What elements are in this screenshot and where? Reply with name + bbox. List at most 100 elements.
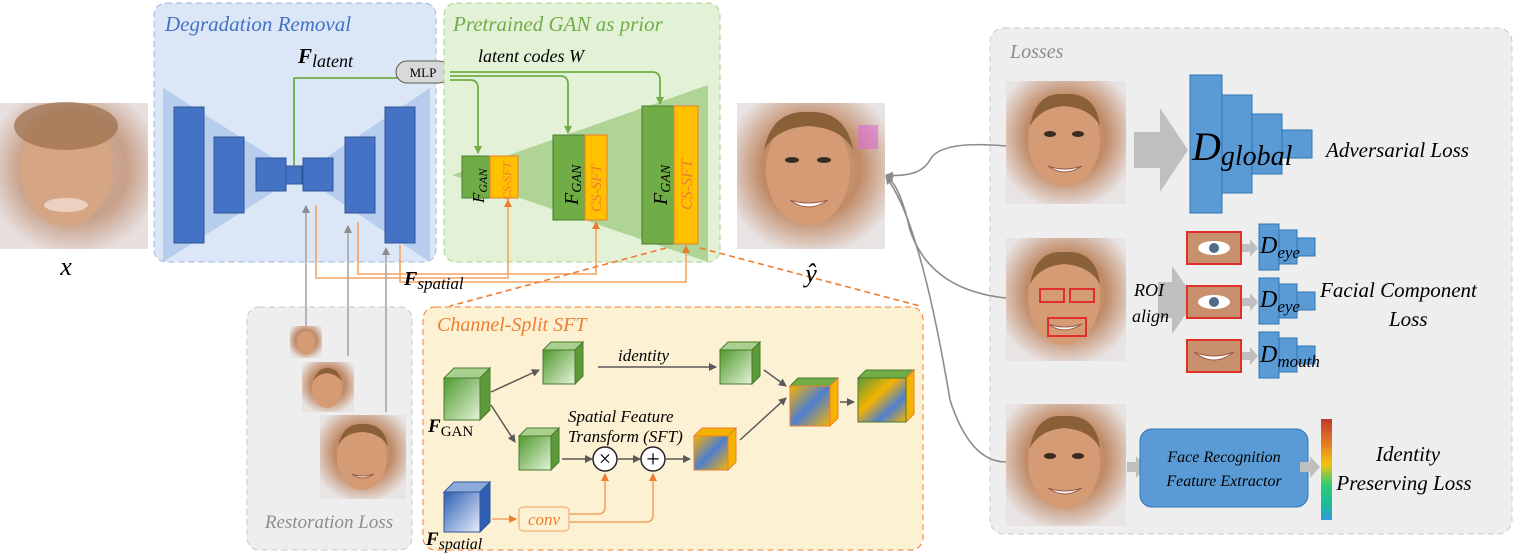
encoder-block-3 <box>255 157 287 192</box>
d-eye-label-1: Deye <box>1259 233 1300 262</box>
arrow-to-identity <box>885 176 1007 463</box>
roi-box-mouth <box>1047 317 1087 337</box>
cs-sft-label-2: CS-SFT <box>589 163 605 212</box>
crop-right-eye <box>1186 285 1242 319</box>
roi-box-left-eye <box>1039 288 1065 303</box>
fgan-label-3: FGAN <box>650 164 674 206</box>
gan-block-3 <box>641 105 675 245</box>
face-recognition-box <box>1139 428 1309 508</box>
add-symbol: + <box>646 447 660 473</box>
face-recognition-line1: Face Recognition <box>1166 449 1280 466</box>
cs-sft-block-3 <box>673 105 699 245</box>
spatial-connector-1 <box>315 199 512 279</box>
feature-vector-bar <box>1321 419 1332 520</box>
zoom-line-left <box>449 247 667 307</box>
latent-codes-label: latent codes W <box>478 46 586 66</box>
cube-sft-split <box>517 426 561 472</box>
cube-concat-output <box>788 376 840 428</box>
conv-label: conv <box>528 510 561 529</box>
latent-arrow-to-gan-3 <box>450 71 664 105</box>
losses-title: Losses <box>1009 41 1064 63</box>
arrow-left-eye <box>1242 239 1258 257</box>
cube-sft-output <box>692 426 738 472</box>
sft-fgan-label: FGAN <box>427 416 473 440</box>
global-discriminator <box>1189 74 1313 214</box>
cube-identity-split <box>541 340 585 386</box>
encoder-block-1 <box>173 106 205 244</box>
cs-sft-label-3: CS-SFT <box>679 158 696 210</box>
restoration-face-small <box>290 326 322 358</box>
mlp-label: MLP <box>410 65 437 80</box>
cs-sft-block-1 <box>489 155 519 199</box>
encoder-block-2 <box>213 136 245 214</box>
decoder-block-2 <box>344 136 376 214</box>
latent-arrow-to-gan-2 <box>450 75 572 134</box>
fgan-label-2: FGAN <box>561 164 585 206</box>
facial-loss-line2: Loss <box>1388 307 1428 331</box>
identity-label: identity <box>618 346 669 365</box>
sft-label-line1: Spatial Feature <box>568 407 674 426</box>
d-mouth-label: Dmouth <box>1259 342 1320 371</box>
roi-label-line1: ROI <box>1133 280 1165 300</box>
roi-box-right-eye <box>1069 288 1095 303</box>
arrow-mouth <box>1242 347 1258 365</box>
output-yhat-label: ŷ <box>802 259 817 288</box>
cube-fspatial-input <box>442 480 492 534</box>
pretrained-gan-title: Pretrained GAN as prior <box>452 12 664 36</box>
arrow-fgan-to-identity <box>490 369 540 393</box>
loss-face-adversarial <box>1006 81 1126 204</box>
face-recognition-line2: Feature Extractor <box>1165 473 1282 490</box>
channel-split-sft-title: Channel-Split SFT <box>437 314 588 336</box>
arrow-to-adversarial <box>885 143 1007 180</box>
input-blurry-face-image <box>0 102 148 249</box>
cube-final-output <box>856 368 916 424</box>
crop-left-eye <box>1186 231 1242 265</box>
loss-face-facial <box>1006 238 1126 361</box>
latent-connector <box>293 77 398 166</box>
decoder-block-1 <box>302 157 334 192</box>
conv-node <box>518 506 570 532</box>
gan-block-2 <box>552 134 586 221</box>
f-latent-label: Flatent <box>297 44 354 71</box>
roi-big-arrow <box>1158 266 1196 334</box>
degradation-removal-title: Degradation Removal <box>164 12 351 36</box>
restoration-face-large <box>320 415 406 499</box>
sft-label-line2: Transform (SFT) <box>568 427 683 446</box>
sft-fspatial-label: Fspatial <box>425 529 483 553</box>
eye-discriminator-2 <box>1258 277 1316 325</box>
arrow-sft-to-concat <box>739 397 787 441</box>
cube-fgan-input <box>442 366 492 422</box>
arrow-to-facial <box>885 175 1007 299</box>
spatial-connector-2 <box>357 221 600 275</box>
arrow-to-face-recognition <box>1127 456 1146 478</box>
bottleneck-block <box>285 165 303 185</box>
adversarial-loss-label: Adversarial Loss <box>1324 138 1469 162</box>
latent-arrow-to-gan-1 <box>450 79 482 154</box>
arrow-identity-to-concat <box>763 369 787 387</box>
arrow-to-feature <box>1300 456 1320 478</box>
loss-face-identity <box>1006 404 1126 526</box>
gan-block-1 <box>461 155 491 199</box>
zoom-line-right <box>699 247 921 307</box>
adversarial-big-arrow <box>1134 108 1188 192</box>
restoration-face-medium <box>302 362 354 412</box>
identity-loss-line1: Identity <box>1375 442 1441 466</box>
decoder-block-3 <box>384 106 416 244</box>
mouth-discriminator <box>1258 331 1316 379</box>
facial-loss-line1: Facial Component <box>1319 278 1478 302</box>
input-x-label: x <box>59 252 72 281</box>
crop-mouth <box>1186 339 1242 373</box>
output-restored-face-image <box>737 103 885 249</box>
d-global-label: Dglobal <box>1191 124 1293 172</box>
d-eye-label-2: Deye <box>1259 287 1300 316</box>
arrow-conv-to-multiply <box>569 473 609 515</box>
roi-label-line2: align <box>1132 306 1169 326</box>
fgan-label-1: FGAN <box>469 168 490 204</box>
eye-discriminator-1 <box>1258 223 1316 271</box>
arrow-conv-to-add <box>569 473 657 523</box>
restoration-loss-title: Restoration Loss <box>264 512 393 533</box>
multiply-symbol: × <box>599 446 611 471</box>
cube-identity-out <box>718 340 762 386</box>
cs-sft-label-1: CS-SFT <box>500 161 514 200</box>
